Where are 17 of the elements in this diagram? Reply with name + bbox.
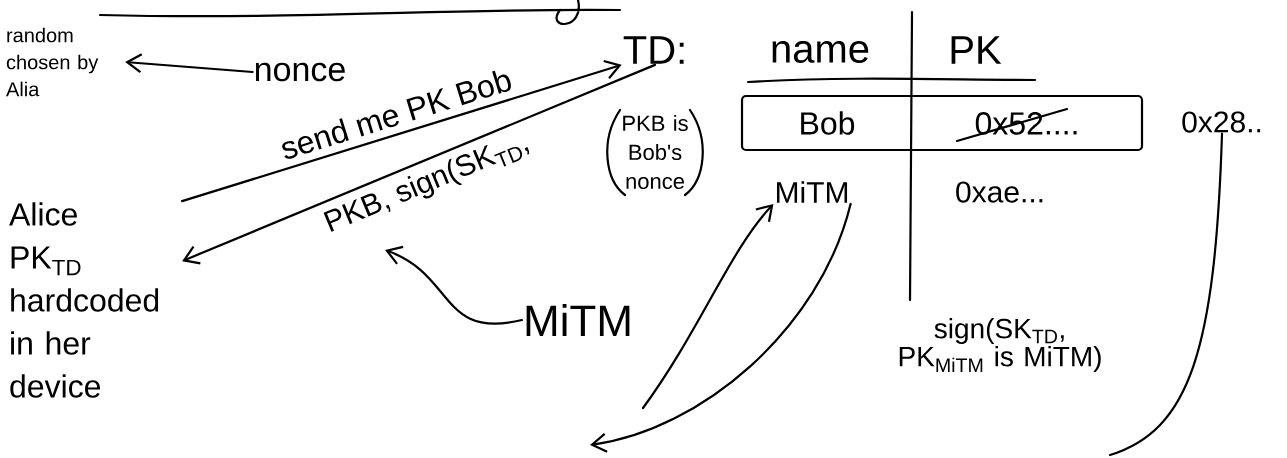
- message-text: nonce: [255, 62, 345, 82]
- directory-label: TD:: [623, 36, 684, 64]
- attacker-label: MiTM: [526, 304, 630, 336]
- edge-label: sign(SK$_{TD}$, PK$_{MiTM}$ is MiTM): [899, 317, 1101, 373]
- arrow: [182, 63, 657, 265]
- arrow: [181, 59, 622, 203]
- arrow: [641, 203, 774, 410]
- arrow: [385, 245, 524, 325]
- key-value: 0x28..: [1182, 111, 1261, 133]
- curve-line: [1108, 132, 1224, 457]
- arrow: [125, 53, 254, 74]
- party-label: Alice PK$_{TD}$ hardcoded in her device: [9, 202, 159, 398]
- arrow: [590, 202, 852, 453]
- table-cell: MiTM: [777, 181, 848, 203]
- table-cell: 0xae...: [956, 181, 1043, 203]
- note-text: random chosen by Alia: [6, 27, 99, 97]
- note-text: PKB is Bob's nonce: [623, 114, 688, 190]
